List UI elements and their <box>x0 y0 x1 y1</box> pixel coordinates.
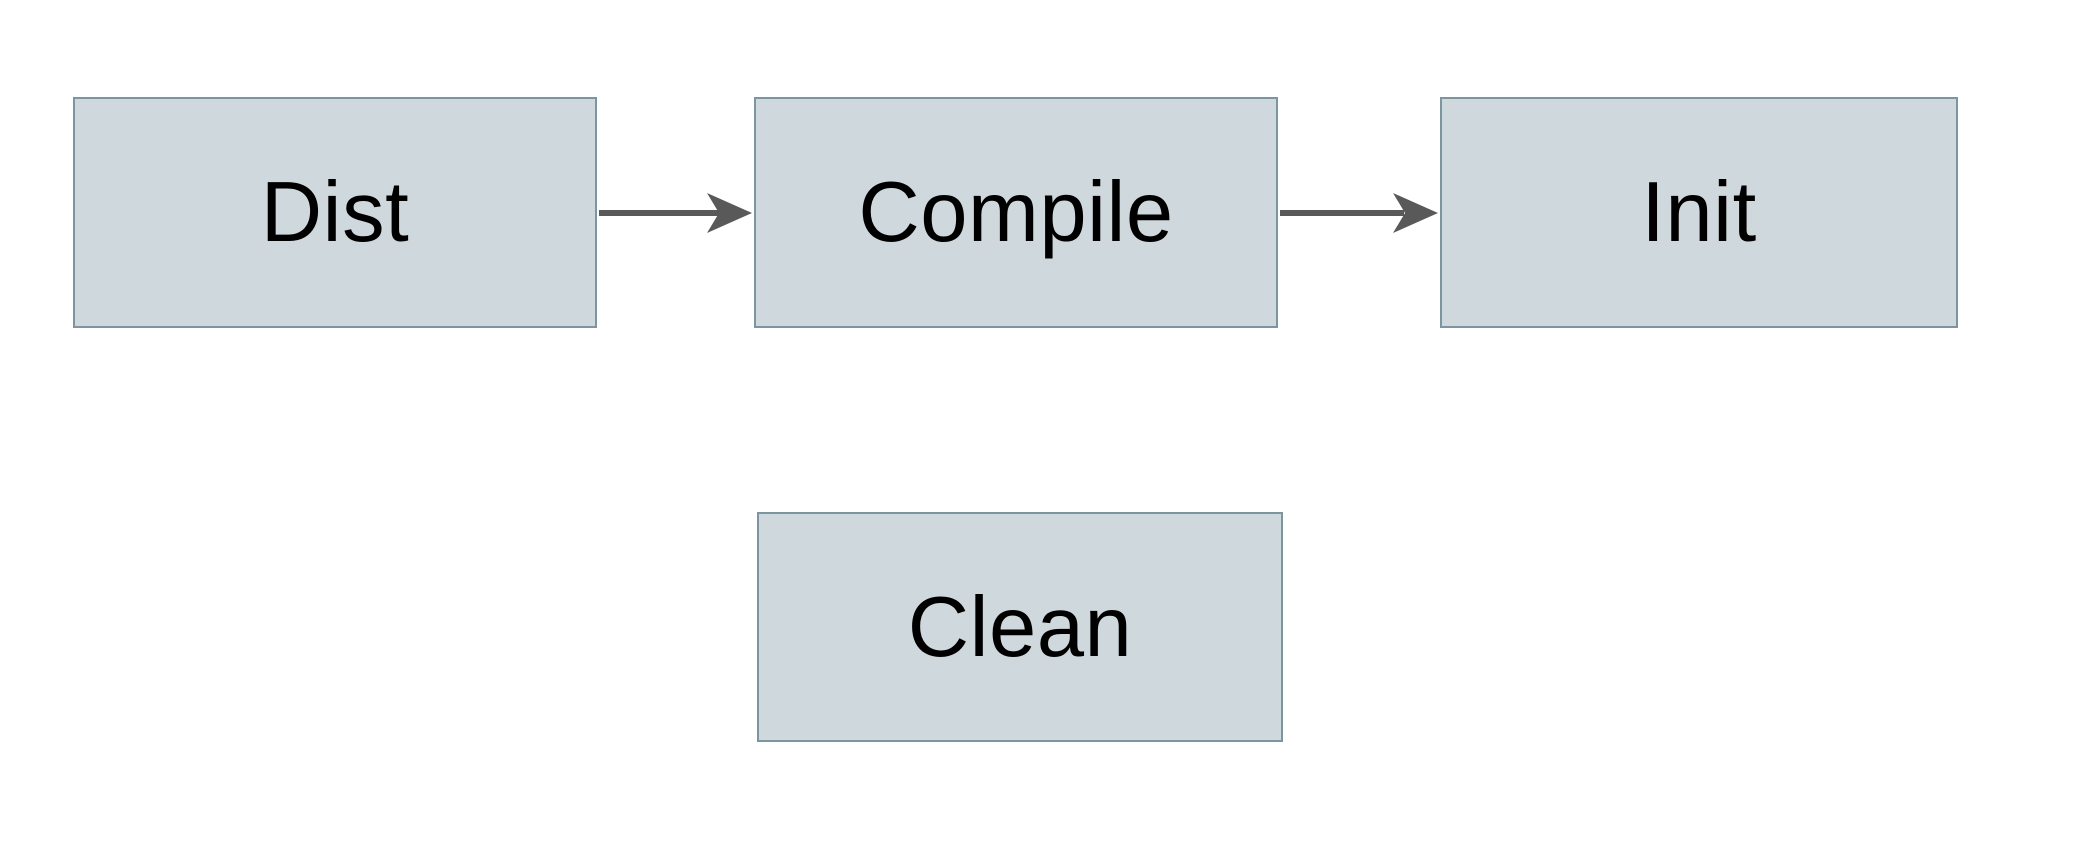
node-init: Init <box>1440 97 1958 328</box>
node-init-label: Init <box>1641 165 1757 260</box>
arrow-compile-to-init-head <box>1393 193 1438 233</box>
node-clean-label: Clean <box>907 579 1133 675</box>
arrow-compile-to-init <box>1280 193 1438 233</box>
node-dist: Dist <box>73 97 597 328</box>
arrow-dist-to-compile-head <box>707 193 752 233</box>
arrow-dist-to-compile <box>599 193 752 233</box>
node-compile-label: Compile <box>858 165 1174 260</box>
node-clean: Clean <box>757 512 1283 742</box>
node-dist-label: Dist <box>260 165 410 260</box>
node-compile: Compile <box>754 97 1278 328</box>
